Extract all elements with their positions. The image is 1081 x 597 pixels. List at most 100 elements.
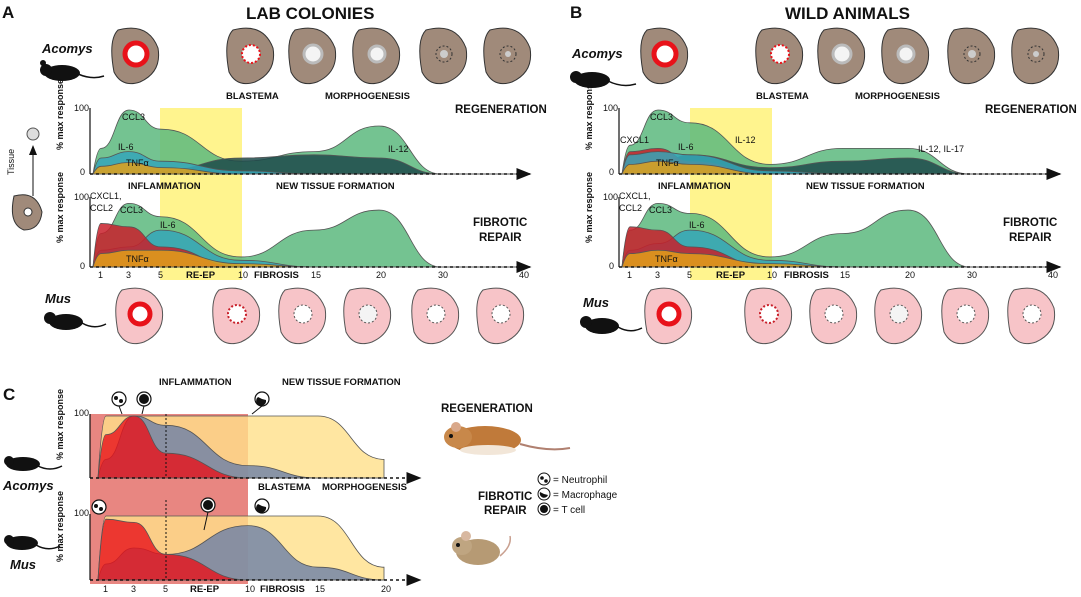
ear-morph-3-icon [419,27,468,85]
chart-b-bottom: 100 0 % max response CXCL1, CCL2 CCL3 IL… [584,172,1062,281]
panel-b-letter: B [570,3,582,22]
macrophage-marker-icon [251,391,270,415]
label-il6-b-bot: IL-6 [689,220,705,230]
label-il6-a-top: IL-6 [118,142,134,152]
neutrophil-marker-icon [111,391,127,415]
tissue-section-icon: Tissue [6,127,43,231]
label-tnfa-b-top: TNFα [656,158,679,168]
label-il12-a-top: IL-12 [388,144,409,154]
mus-ear-2-icon [212,287,261,345]
y-tick-100-b-top: 100 [603,103,618,113]
fibrosis-label-c: FIBROSIS [260,584,305,595]
label-cxcl1-b-top: CXCL1 [620,135,649,145]
label-ccl3-a-bot: CCL3 [120,205,143,215]
mus-ear-row-b [644,287,1056,345]
ylabel-c-bot: % max response [55,491,65,562]
neutrophil-marker-mus-icon [91,499,107,515]
panel-a: A LAB COLONIES Acomys [2,3,547,345]
x-tick-30: 30 [438,270,448,280]
label-il12-il17-b-top: IL-12, IL-17 [918,144,964,154]
ear-morph-3-b-icon [947,27,996,85]
x-tick-5: 5 [158,270,163,280]
mus-ear-6-icon [476,287,525,345]
repair-label-c: REPAIR [484,505,527,517]
inflammation-label-a: INFLAMMATION [128,181,201,192]
x-tick-15: 15 [311,270,321,280]
blastema-label-a: BLASTEMA [226,91,279,102]
x-tick-15: 15 [315,584,325,594]
regeneration-label-b: REGENERATION [985,104,1077,116]
mus-ear-3-b-icon [809,287,858,345]
inflammation-label-c: INFLAMMATION [159,377,232,388]
legend-neutrophil-label: = Neutrophil [553,475,607,486]
chart-b-bottom-areas [621,202,1051,268]
mus-label-b: Mus [583,295,609,310]
acomys-label-a: Acomys [41,41,93,56]
ear-blastema-icon [226,27,275,85]
x-tick-10: 10 [767,270,777,280]
mus-mouse-icon-b [580,316,643,334]
ylabel-a-top: % max response [55,79,65,150]
y-tick-0-a-top: 0 [80,167,85,177]
ear-wound-day0-b-icon [640,27,689,85]
macrophage-marker-mus-icon [254,498,270,514]
ear-morph-4-icon [483,27,532,85]
mus-ear-5-icon [411,287,460,345]
ear-morph-1-icon [288,27,337,85]
chart-c-acomys: 100 % max response BLASTEMA MORPHOGENESI… [55,389,422,493]
acomys-label-c: Acomys [2,478,54,493]
fibrotic-label-a: FIBROTIC [473,217,527,229]
morphogenesis-label-c: MORPHOGENESIS [322,482,407,493]
mus-ear-4-icon [343,287,392,345]
label-il12-b-top: IL-12 [735,135,756,145]
acomys-ear-row-b [640,27,1060,85]
acomys-mouse-icon-b [570,71,637,88]
x-tick-10: 10 [245,584,255,594]
y-tick-100-a-top: 100 [74,103,89,113]
chart-c-acomys-areas [97,415,385,479]
repair-label-b: REPAIR [1009,232,1052,244]
spiny-mouse-photo [444,422,571,455]
ear-morph-4-b-icon [1011,27,1060,85]
label-il6-b-top: IL-6 [678,142,694,152]
panel-c-letter: C [3,385,15,404]
legend-macrophage-icon [537,487,551,501]
y-tick-100-c-bot: 100 [74,508,89,518]
chart-a-bottom-areas [92,202,522,268]
label-tnfa-a-top: TNFα [126,158,149,168]
x-tick-20: 20 [376,270,386,280]
mus-ear-5-b-icon [941,287,990,345]
x-tick-30: 30 [967,270,977,280]
fibrosis-label-b: FIBROSIS [784,270,829,281]
chart-c-mus-areas [97,515,385,581]
fibrotic-label-b: FIBROTIC [1003,217,1057,229]
blastema-label-b: BLASTEMA [756,91,809,102]
inflammation-label-b: INFLAMMATION [658,181,731,192]
ear-morph-2-b-icon [881,27,930,85]
new-tissue-label-b: NEW TISSUE FORMATION [806,181,925,192]
ylabel-b-bot: % max response [584,172,594,243]
legend-tcell-label: = T cell [553,505,585,516]
new-tissue-label-c: NEW TISSUE FORMATION [282,377,401,388]
mus-ear-day0-icon [115,287,164,345]
tcell-marker-icon [136,391,152,415]
x-tick-20: 20 [905,270,915,280]
ylabel-b-top: % max response [584,79,594,150]
legend-macrophage-label: = Macrophage [553,490,618,501]
reep-label-c: RE-EP [190,584,220,595]
x-tick-20: 20 [381,584,391,594]
y-tick-100-a-bot: 100 [74,192,89,202]
acomys-mouse-icon [40,60,105,81]
ear-morph-1-b-icon [817,27,866,85]
x-tick-40: 40 [1048,270,1058,280]
fibrosis-label-a: FIBROSIS [254,270,299,281]
regeneration-label-c: REGENERATION [441,403,533,415]
ylabel-c-top: % max response [55,389,65,460]
house-mouse-photo [452,531,512,565]
x-tick-10: 10 [238,270,248,280]
fibrotic-label-c: FIBROTIC [478,491,532,503]
blastema-label-c: BLASTEMA [258,482,311,493]
